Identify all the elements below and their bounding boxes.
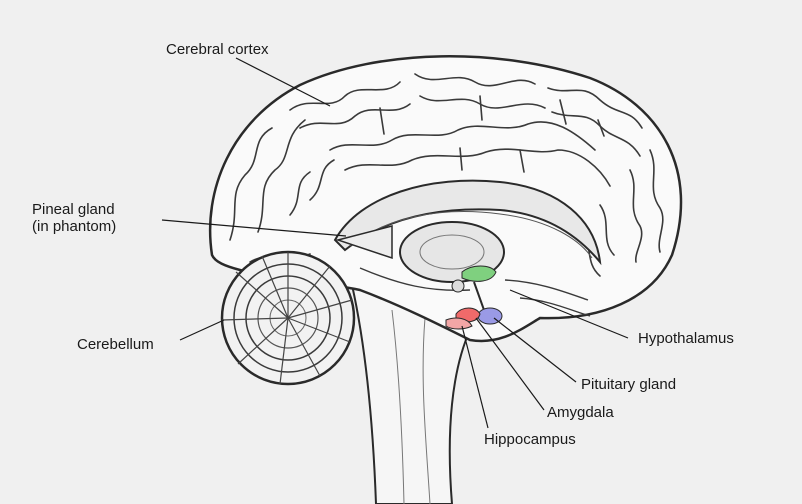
hippocampus-region (445, 317, 473, 330)
leader-lines (161, 57, 629, 429)
label-pineal-gland: Pineal gland (32, 201, 115, 218)
label-amygdala: Amygdala (547, 404, 614, 421)
label-cerebellum: Cerebellum (77, 336, 154, 353)
cortex-gyri (229, 73, 664, 277)
cerebellum-structure (220, 250, 356, 386)
label-pineal-gland-note: (in phantom) (32, 218, 117, 235)
label-hippocampus: Hippocampus (484, 431, 576, 448)
label-pituitary-gland: Pituitary gland (581, 376, 677, 393)
label-cerebral-cortex: Cerebral cortex (166, 41, 269, 58)
pineal-region (335, 225, 393, 260)
pituitary-stalk (473, 281, 485, 311)
label-hypothalamus: Hypothalamus (638, 330, 734, 347)
hypothalamus-region (461, 265, 497, 282)
